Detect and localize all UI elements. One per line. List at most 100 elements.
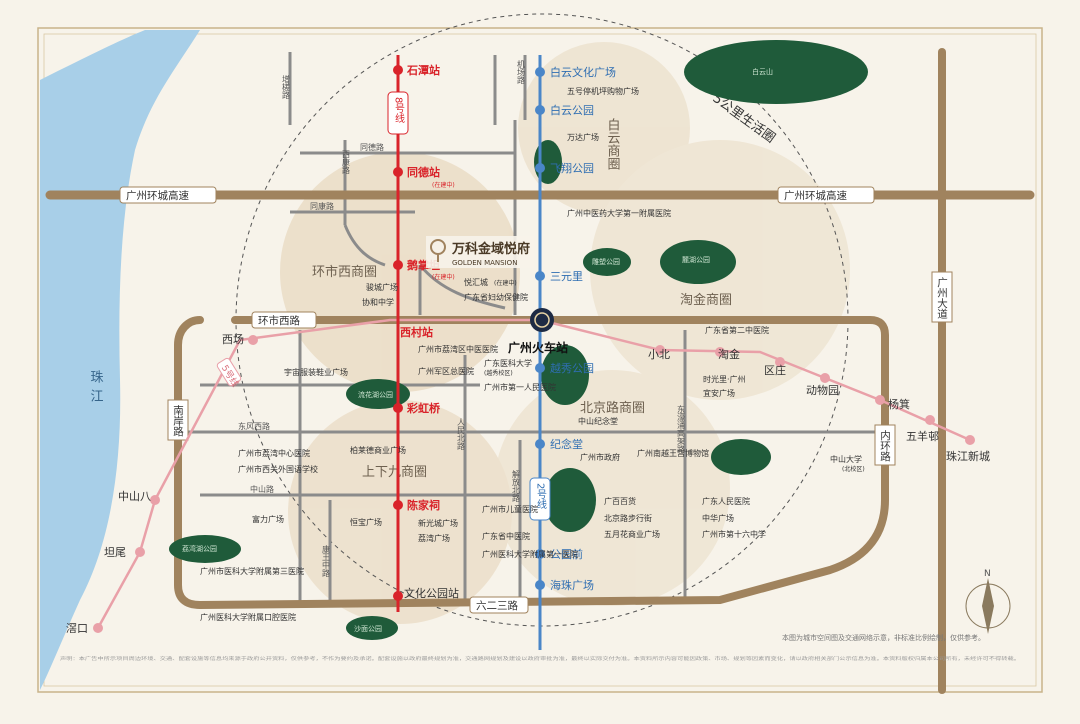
poi-yian: 宜安广场 — [703, 388, 735, 398]
poi-baihuo: 广百百货 — [604, 496, 636, 506]
station-baiyun-park: 白云公园 — [550, 103, 594, 117]
station-xicun: 西村站 — [400, 325, 433, 339]
station-feixiang: 飞翔公园 — [550, 161, 594, 175]
zone-shangxiajiu-label: 上下九商圈 — [362, 465, 427, 480]
railway-station-marker — [530, 308, 554, 332]
poi-wuyuehua: 五月花商业广场 — [604, 529, 660, 539]
line5-stations: 滘口 坦尾 中山八 西场 小北 淘金 区庄 动物园 杨箕 五羊邨 珠江新城 — [66, 332, 990, 635]
poi-zhongshan-mem: 中山纪念堂 — [578, 416, 618, 426]
station-tanwei: 坦尾 — [104, 545, 126, 559]
poi-zhonghua: 中华广场 — [702, 513, 734, 523]
baiyun-mountain-label: 白云山 — [752, 67, 773, 76]
poi-shi16: 广州市第十六中学 — [702, 529, 766, 539]
zengcha-road-label: 增槎路 — [282, 74, 291, 99]
poi-ertong: 广州市儿童医院 — [482, 504, 538, 514]
station-xichang: 西场 — [222, 332, 244, 346]
zone-taojin-label: 淘金商圈 — [680, 292, 732, 308]
zone-beijinglu-label: 北京路商圈 — [580, 400, 645, 416]
poi-yuehui: 悦汇城 — [464, 277, 488, 287]
metro-line-8-label: 8号线 — [393, 97, 405, 123]
guangzhou-ave-label: 广州大道 — [936, 277, 948, 319]
nanan-label: 南岸路 — [172, 404, 184, 437]
liwan-park-label: 荔湾湖公园 — [182, 544, 217, 553]
sculpture-park — [583, 248, 631, 276]
liuhua-label: 流花湖公园 — [358, 390, 393, 399]
poi-yike2: 广州医科大学附属第一医院 — [482, 549, 578, 559]
luhu-park — [660, 240, 736, 284]
poi-wuhao: 五号停机坪购物广场 — [567, 86, 639, 96]
poi-bjlu: 北京路步行街 — [604, 513, 652, 523]
zone-baiyun-label: 白云商圈 — [605, 117, 621, 171]
station-taojin: 淘金 — [718, 347, 740, 361]
martyrs-park — [711, 439, 771, 475]
zone-beijinglu — [494, 370, 730, 606]
poi-shiguang: 时光里·广州 — [703, 374, 746, 384]
tongkang-road-label: 同康路 — [310, 201, 334, 211]
poi-renmin-hosp: 广东人民医院 — [702, 496, 750, 506]
poi-bailaide: 柏莱德商业广场 — [350, 445, 406, 455]
zone-huanshi-label: 环市西商圈 — [312, 264, 377, 280]
renmin-north-label: 人民北路 — [457, 418, 466, 450]
luhu-label: 麓湖公园 — [682, 255, 710, 264]
poi-nanyue: 广州南越王宫博物馆 — [637, 448, 709, 458]
poi-hengbao: 恒宝广场 — [350, 517, 382, 527]
liuersan-label: 六二三路 — [476, 599, 518, 612]
metro-line-5-label: 5号线 — [216, 357, 242, 389]
parks — [169, 40, 868, 640]
poi-xiguan: 广州市西关外国语学校 — [238, 464, 318, 474]
line2-stations: 白云文化广场 白云公园 飞翔公园 三元里 越秀公园 纪念堂 公园前 海珠广场 — [535, 65, 616, 592]
metro-line-2-label: 2号线 — [535, 483, 547, 509]
station-zhongshan8: 中山八 — [118, 490, 151, 503]
minor-roads — [180, 52, 880, 605]
station-tongde: 同德站 — [407, 165, 440, 179]
poi-xinguang: 新光城广场 — [418, 518, 458, 528]
tongde-road-label: 同德路 — [360, 142, 384, 152]
poi-zhongyi: 广州中医药大学第一附属医院 — [567, 208, 671, 218]
poi-xiehe: 协和中学 — [362, 297, 394, 307]
ring-highway-left-label: 广州环城高速 — [126, 189, 189, 202]
station-yuexiu-park: 越秀公园 — [550, 361, 594, 375]
station-wenhuapark: 文化公园站 — [404, 586, 459, 600]
station-yangji: 杨箕 — [888, 397, 910, 411]
station-chenjiaci: 陈家祠 — [407, 498, 440, 512]
station-zoo: 动物园 — [806, 383, 839, 397]
station-wuyangcun: 五羊邨 — [906, 429, 939, 443]
donghao-label: 东濠涌高架路 — [677, 404, 686, 453]
shamian-park — [346, 616, 398, 640]
poi-yuhong: 宇宙服装鞋业广场 — [284, 367, 348, 377]
yuexiu-park — [541, 345, 589, 405]
poi-junchen: 骏城广场 — [366, 282, 398, 292]
airport-road-label: 机场路 — [517, 59, 526, 84]
project-marker: 万科金域悦府 GOLDEN MANSION — [426, 236, 534, 268]
river-label: 珠江 — [88, 370, 104, 408]
poi-yuehui-note: (在建中) — [494, 279, 517, 287]
poi-libai: 广州市荔湾区中医医院 — [418, 344, 498, 354]
station-quzhuang: 区庄 — [764, 363, 786, 377]
liwan-park — [169, 535, 241, 563]
poi-shizhengfu: 广州市政府 — [580, 452, 620, 462]
poi-wanda: 万达广场 — [567, 132, 599, 142]
svg-text:N: N — [984, 569, 991, 579]
poi-yike-kq: 广州医科大学附属口腔医院 — [200, 612, 296, 622]
poi-zhongyiyuan: 广东省中医院 — [482, 531, 530, 541]
poi-fuli: 富力广场 — [252, 514, 284, 524]
inner-ring-label: 内环路 — [879, 429, 891, 462]
kangwang-label: 康王中路 — [322, 544, 331, 577]
dongfeng-west-label: 东风西路 — [238, 421, 270, 431]
ezhangtan-note: (在建中) — [432, 273, 455, 281]
station-jinian: 纪念堂 — [550, 437, 583, 451]
poi-zhongda: 中山大学 — [830, 454, 862, 464]
railway-station-label: 广州火车站 — [508, 340, 568, 355]
zone-shangxiajiu — [288, 400, 512, 624]
footer-text: 声明：本广告中所示项目周边环境、交通、配套设施等信息均来源于政府公开资料，仅供参… — [60, 655, 1020, 662]
poi-junqu: 广州军区总医院 — [418, 366, 474, 376]
poi-yike: 广东医科大学 — [484, 358, 532, 368]
baiyun-mountain — [684, 40, 868, 104]
xikang-road-label: 西康路 — [342, 150, 351, 174]
renmin-park — [544, 468, 596, 532]
compass-icon: N — [965, 569, 1011, 634]
station-gongyuanqian: 公园前 — [550, 547, 583, 561]
poi-labels: 五号停机坪购物广场 万达广场 广州中医药大学第一附属医院 骏城广场 协和中学 悦… — [200, 86, 865, 622]
station-haizhu: 海珠广场 — [550, 578, 594, 592]
